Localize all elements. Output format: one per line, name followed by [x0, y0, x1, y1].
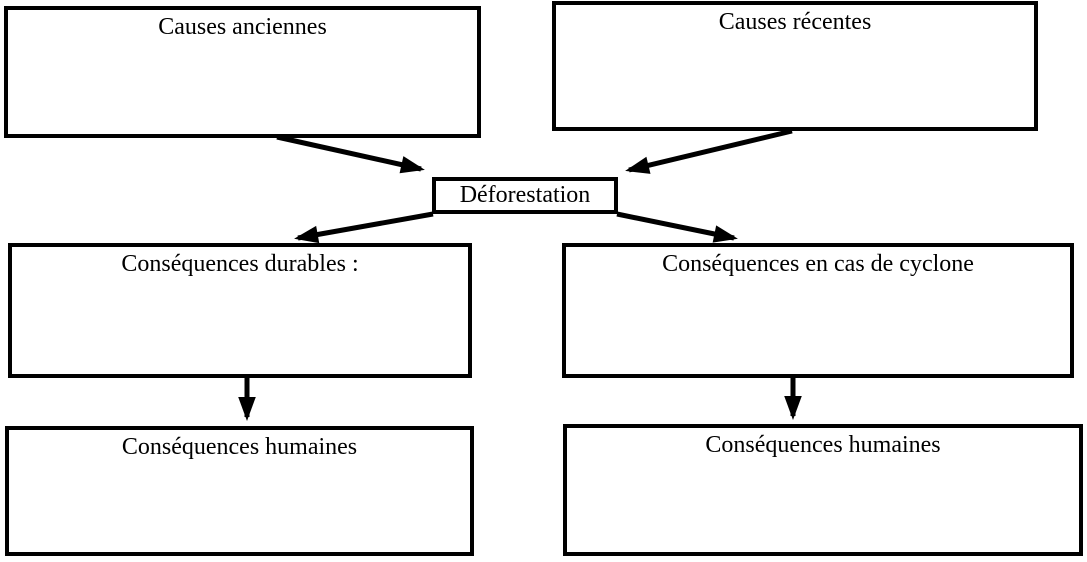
box-causes-recentes-label: Causes récentes: [718, 9, 872, 35]
box-deforestation: Déforestation: [432, 177, 618, 214]
box-consequences-durables-label: Conséquences durables :: [121, 251, 359, 277]
box-consequences-humaines-droite-label: Conséquences humaines: [705, 432, 941, 458]
box-consequences-humaines-droite: Conséquences humaines: [563, 424, 1083, 556]
box-causes-recentes: Causes récentes: [552, 1, 1038, 131]
box-consequences-cyclone: Conséquences en cas de cyclone: [562, 243, 1074, 378]
arrow-deforestation-to-consequences-durables: [294, 211, 434, 244]
arrow-causes-recentes-to-deforestation: [625, 128, 793, 174]
box-consequences-durables: Conséquences durables :: [8, 243, 472, 378]
arrow-causes-anciennes-to-deforestation: [276, 134, 425, 174]
arrow-deforestation-to-consequences-cyclone: [616, 211, 738, 243]
box-causes-anciennes-label: Causes anciennes: [158, 14, 327, 40]
box-consequences-humaines-gauche: Conséquences humaines: [5, 426, 474, 556]
box-consequences-cyclone-label: Conséquences en cas de cyclone: [662, 251, 974, 277]
box-deforestation-label: Déforestation: [459, 181, 591, 208]
box-consequences-humaines-gauche-label: Conséquences humaines: [121, 434, 358, 460]
box-causes-anciennes: Causes anciennes: [4, 6, 481, 138]
